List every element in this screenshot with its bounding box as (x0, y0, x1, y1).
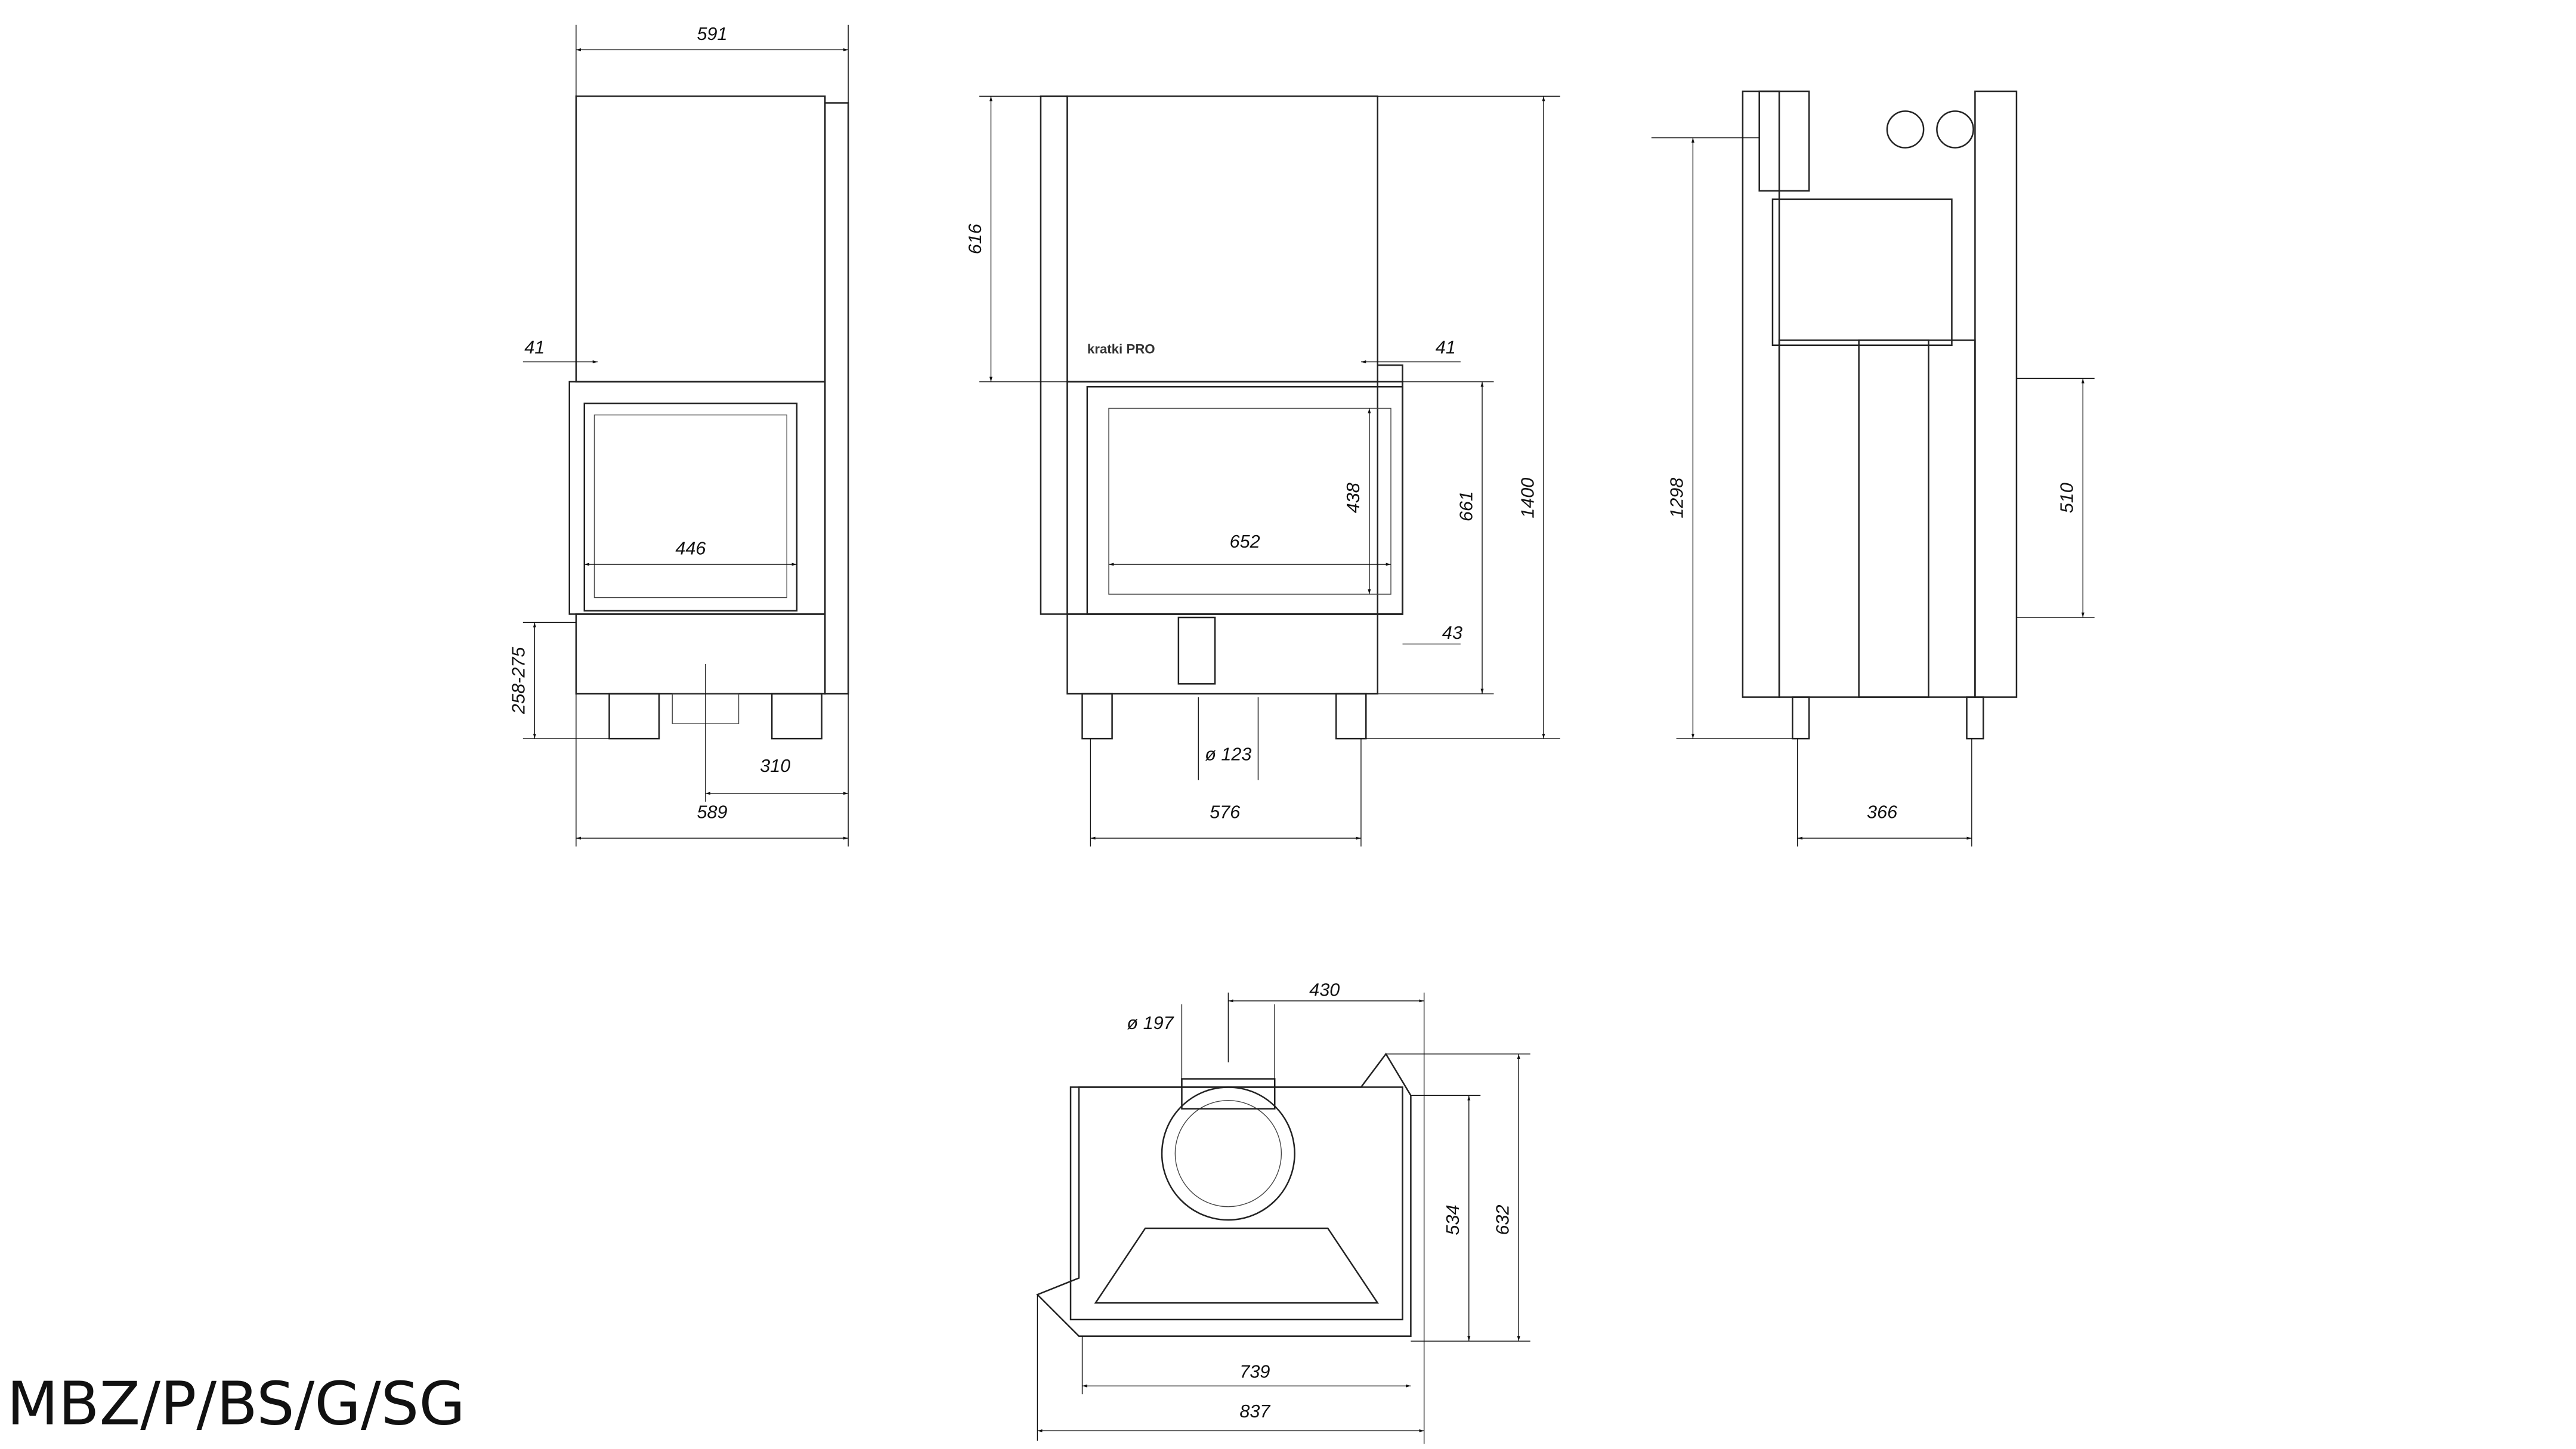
dim-width-bottom: 576 (1210, 802, 1241, 823)
dim-base-offset: 43 (1442, 623, 1462, 643)
dim-flue-offset: 310 (760, 756, 790, 776)
front-left-view: 591 41 446 258-275 310 589 (509, 24, 849, 847)
dim-offset-right: 41 (1436, 338, 1456, 358)
dim-opening-height: 661 (1456, 491, 1476, 521)
dim-width-top: 591 (697, 24, 727, 44)
dim-leg-height: 258-275 (509, 647, 529, 715)
dim-offset: 41 (524, 338, 545, 358)
dim-upper-height: 616 (965, 223, 985, 254)
brand-logo: kratki PRO (1087, 342, 1155, 357)
dim-flue-diameter: ø 197 (1127, 1013, 1174, 1033)
dim-glass-height: 438 (1343, 483, 1363, 513)
dim-glass-width: 652 (1230, 532, 1260, 552)
dim-depth: 366 (1867, 802, 1898, 823)
model-title: MBZ/P/BS/G/SG (7, 1368, 465, 1438)
dim-height: 1298 (1667, 478, 1687, 518)
dim-total-height: 1400 (1517, 478, 1538, 518)
dim-depth-outer: 632 (1493, 1205, 1513, 1235)
dim-air-inlet: ø 123 (1205, 744, 1251, 764)
dim-width-inner: 739 (1239, 1361, 1270, 1382)
top-view: ø 197 430 534 632 739 837 (1036, 980, 1530, 1444)
dim-depth-inner: 534 (1443, 1205, 1463, 1235)
dim-door-height: 510 (2057, 483, 2077, 513)
dim-width-bottom: 589 (697, 802, 727, 823)
side-view: 1298 510 366 (1651, 90, 2095, 847)
front-view: kratki PRO 616 41 1400 661 438 652 43 ø … (965, 95, 1560, 847)
dim-width-outer: 837 (1239, 1401, 1270, 1422)
dim-glass-width: 446 (675, 538, 706, 558)
dim-flue-offset: 430 (1309, 980, 1340, 1000)
